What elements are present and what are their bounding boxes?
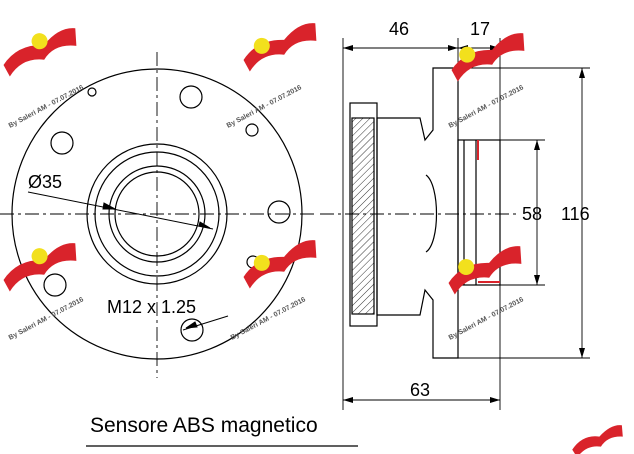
bolt-hole xyxy=(180,318,204,342)
dimension-lines xyxy=(342,38,590,410)
diameter-inner-label: 58 xyxy=(522,204,542,224)
watermark-logo xyxy=(3,243,77,292)
bolt-hole xyxy=(267,200,291,224)
thread-label: M12 x 1.25 xyxy=(107,297,196,317)
pilot-hole xyxy=(245,123,259,137)
front-centerlines xyxy=(0,52,318,378)
watermark-text: By Saleri AM - 07.07.2016 xyxy=(448,296,525,342)
watermark-logo xyxy=(448,246,522,295)
bolt-hole xyxy=(50,131,74,155)
diameter-outer-label: 116 xyxy=(561,204,590,224)
bore-dimension-leader xyxy=(27,191,214,230)
hub-shoulder xyxy=(425,174,438,253)
watermark-text: By Saleri AM - 07.07.2016 xyxy=(8,296,85,342)
bore-diameter-label: Ø35 xyxy=(28,172,62,192)
watermark-logo xyxy=(243,23,317,72)
drum-body xyxy=(349,102,378,327)
thread-leader xyxy=(182,315,229,331)
watermark-logo xyxy=(451,33,525,82)
hub-accent-lines xyxy=(477,140,500,283)
caption-underline xyxy=(86,445,358,447)
watermark-logo xyxy=(572,425,623,454)
watermark-logo xyxy=(3,28,77,77)
width-hub-label: 17 xyxy=(470,19,490,39)
side-view xyxy=(349,67,501,359)
caption: Sensore ABS magnetico xyxy=(90,414,318,437)
bolt-hole xyxy=(179,85,203,109)
bolt-hole xyxy=(43,273,67,297)
width-flange-label: 46 xyxy=(389,19,409,39)
watermark-text: By Saleri AM - 07.07.2016 xyxy=(226,84,303,130)
watermark-text: By Saleri AM - 07.07.2016 xyxy=(230,296,307,342)
flange-section xyxy=(376,67,459,359)
drum-hatched xyxy=(351,117,375,315)
watermark-logo xyxy=(243,240,317,289)
watermark-text: By Saleri AM - 07.07.2016 xyxy=(8,84,85,130)
pilot-hole xyxy=(87,87,97,97)
total-width-label: 63 xyxy=(410,380,430,400)
watermark-text: By Saleri AM - 07.07.2016 xyxy=(448,84,525,130)
